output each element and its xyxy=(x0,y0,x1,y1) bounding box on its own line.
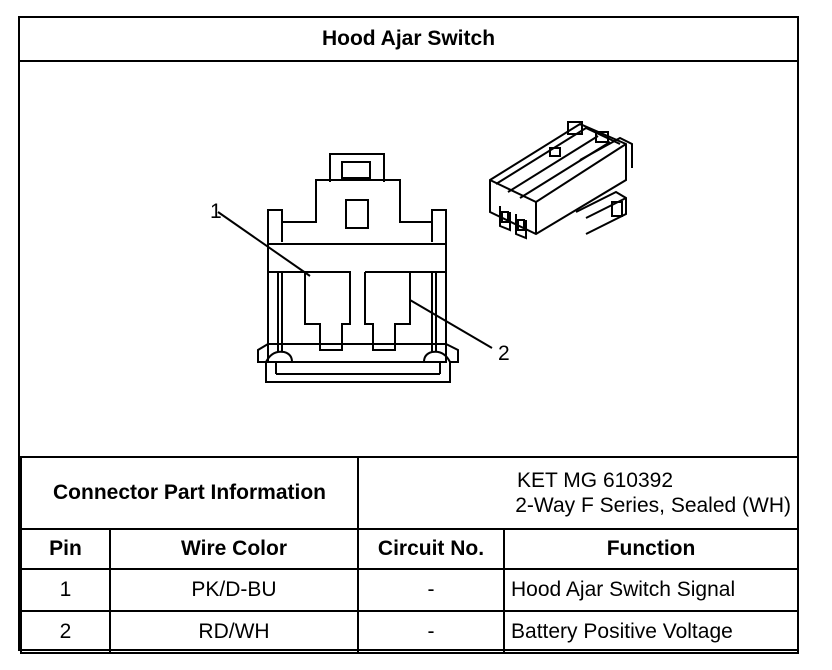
connector-iso-view xyxy=(489,121,633,240)
callout-2-leader xyxy=(409,299,493,349)
connector-part-description: 2-Way F Series, Sealed (WH) xyxy=(515,494,792,517)
table-row: 1 PK/D-BU - Hood Ajar Switch Signal xyxy=(20,568,800,612)
wire-color-header: Wire Color xyxy=(108,528,360,570)
callout-1-leader xyxy=(217,211,311,277)
table-row: 2 RD/WH - Battery Positive Voltage xyxy=(20,610,800,654)
sheet-title: Hood Ajar Switch xyxy=(20,18,797,62)
connector-part-number: KET MG 610392 xyxy=(516,469,674,492)
pin-cell: 1 xyxy=(20,568,111,612)
circuit-no-cell: - xyxy=(357,610,506,654)
connector-front-view xyxy=(257,153,459,383)
circuit-no-cell: - xyxy=(357,568,506,612)
connector-info-table: Connector Part Information KET MG 610392… xyxy=(19,456,800,654)
circuit-no-header: Circuit No. xyxy=(357,528,506,570)
function-header: Function xyxy=(503,528,800,570)
function-cell: Battery Positive Voltage xyxy=(503,610,800,654)
pin-cell: 2 xyxy=(20,610,111,654)
wire-color-cell: RD/WH xyxy=(108,610,360,654)
connector-part-label: Connector Part Information xyxy=(19,456,360,530)
callout-2-label: 2 xyxy=(498,342,510,365)
pin-header: Pin xyxy=(20,528,111,570)
wire-color-cell: PK/D-BU xyxy=(108,568,360,612)
connector-figure: 1 2 xyxy=(20,62,797,456)
pin-table-header: Pin Wire Color Circuit No. Function xyxy=(20,528,800,570)
connector-part-value: KET MG 610392 2-Way F Series, Sealed (WH… xyxy=(357,456,800,530)
function-cell: Hood Ajar Switch Signal xyxy=(503,568,800,612)
callout-1-label: 1 xyxy=(210,200,222,223)
connector-part-row: Connector Part Information KET MG 610392… xyxy=(19,456,800,530)
connector-drawing: 1 2 xyxy=(210,121,633,383)
connector-sheet: Hood Ajar Switch xyxy=(18,16,800,654)
